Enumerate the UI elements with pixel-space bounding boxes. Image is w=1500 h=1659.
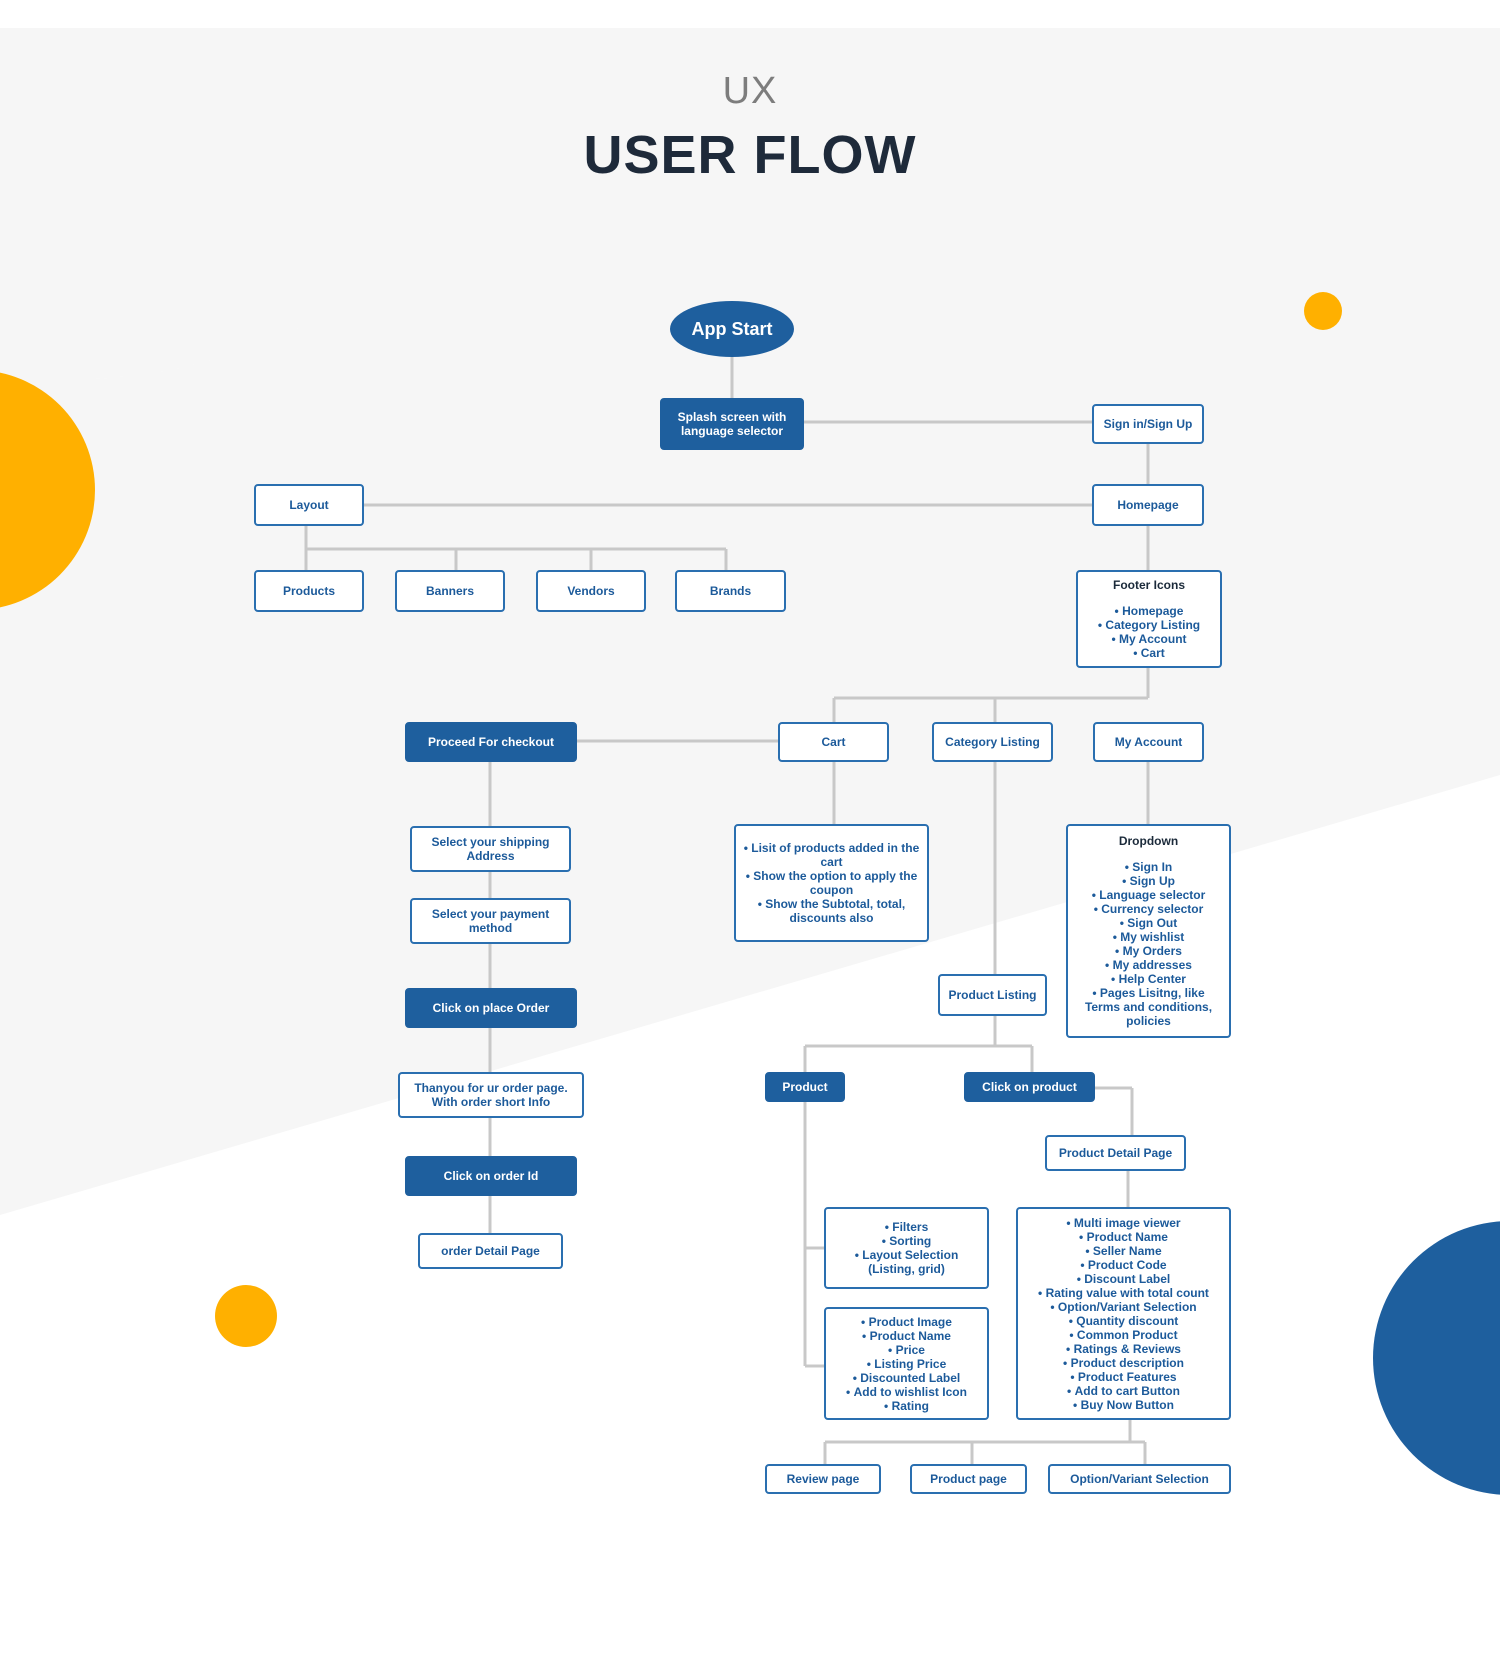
node-product-listing: Product Listing	[938, 974, 1047, 1016]
node-product-page: Product page	[910, 1464, 1027, 1494]
filters-item: Filters	[832, 1220, 981, 1234]
card-info-item: Listing Price	[846, 1357, 967, 1371]
node-banners: Banners	[395, 570, 505, 612]
pdp-details-item: Common Product	[1038, 1328, 1209, 1342]
pdp-details-item: Rating value with total count	[1038, 1286, 1209, 1300]
node-option-variant: Option/Variant Selection	[1048, 1464, 1231, 1494]
dropdown-item: Sign Out	[1074, 916, 1223, 930]
filters-item: Layout Selection (Listing, grid)	[832, 1248, 981, 1276]
card-info-item: Discounted Label	[846, 1371, 967, 1385]
pdp-details-item: Discount Label	[1038, 1272, 1209, 1286]
background-gray-region	[0, 28, 1500, 1215]
cart-details-item: Show the Subtotal, total, discounts also	[742, 897, 921, 925]
node-brands: Brands	[675, 570, 786, 612]
pdp-details-item: Seller Name	[1038, 1244, 1209, 1258]
dropdown-item: Currency selector	[1074, 902, 1223, 916]
pdp-details-item: Product Code	[1038, 1258, 1209, 1272]
pdp-details-item: Buy Now Button	[1038, 1398, 1209, 1412]
pdp-details-item: Ratings & Reviews	[1038, 1342, 1209, 1356]
node-products: Products	[254, 570, 364, 612]
node-my-account: My Account	[1093, 722, 1204, 762]
node-footer-icons: Footer Icons Homepage Category Listing M…	[1076, 570, 1222, 668]
node-pdp-details: Multi image viewer Product Name Seller N…	[1016, 1207, 1231, 1420]
node-cart: Cart	[778, 722, 889, 762]
node-app-start: App Start	[670, 301, 794, 357]
dropdown-item: My wishlist	[1074, 930, 1223, 944]
node-payment-method: Select your payment method	[410, 898, 571, 944]
node-account-dropdown: Dropdown Sign In Sign Up Language select…	[1066, 824, 1231, 1038]
node-shipping-address: Select your shipping Address	[410, 826, 571, 872]
cart-details-item: Lisit of products added in the cart	[742, 841, 921, 869]
node-cart-details: Lisit of products added in the cart Show…	[734, 824, 929, 942]
node-order-detail: order Detail Page	[418, 1233, 563, 1269]
pdp-details-item: Product Name	[1038, 1230, 1209, 1244]
dropdown-item: Language selector	[1074, 888, 1223, 902]
pdp-details-item: Add to cart Button	[1038, 1384, 1209, 1398]
decor-dot-top-right	[1304, 292, 1342, 330]
dropdown-item: Sign Up	[1074, 874, 1223, 888]
cart-details-item: Show the option to apply the coupon	[742, 869, 921, 897]
node-vendors: Vendors	[536, 570, 646, 612]
pdp-details-item: Product Features	[1038, 1370, 1209, 1384]
footer-icons-item: Homepage	[1098, 604, 1200, 618]
node-proceed-checkout: Proceed For checkout	[405, 722, 577, 762]
page-title: USER FLOW	[583, 125, 917, 185]
dropdown-item: Pages Lisitng, like Terms and conditions…	[1074, 986, 1223, 1028]
card-info-item: Rating	[846, 1399, 967, 1413]
node-review-page: Review page	[765, 1464, 881, 1494]
node-place-order: Click on place Order	[405, 988, 577, 1028]
node-product-detail-page: Product Detail Page	[1045, 1135, 1186, 1171]
card-info-item: Product Image	[846, 1315, 967, 1329]
node-splash-screen: Splash screen with language selector	[660, 398, 804, 450]
node-layout: Layout	[254, 484, 364, 526]
card-info-item: Product Name	[846, 1329, 967, 1343]
node-homepage: Homepage	[1092, 484, 1204, 526]
node-product-card-info: Product Image Product Name Price Listing…	[824, 1307, 989, 1420]
dropdown-item: My Orders	[1074, 944, 1223, 958]
dropdown-item: My addresses	[1074, 958, 1223, 972]
dropdown-title: Dropdown	[1118, 834, 1179, 848]
node-click-on-product: Click on product	[964, 1072, 1095, 1102]
pdp-details-item: Option/Variant Selection	[1038, 1300, 1209, 1314]
dropdown-item: Help Center	[1074, 972, 1223, 986]
node-category-listing: Category Listing	[932, 722, 1053, 762]
node-thankyou-page: Thanyou for ur order page. With order sh…	[398, 1072, 584, 1118]
node-signin-signup: Sign in/Sign Up	[1092, 404, 1204, 444]
filters-item: Sorting	[832, 1234, 981, 1248]
decor-dot-bottom-left	[215, 1285, 277, 1347]
footer-icons-item: Category Listing	[1098, 618, 1200, 632]
footer-icons-item: Cart	[1098, 646, 1200, 660]
pdp-details-item: Product description	[1038, 1356, 1209, 1370]
pdp-details-item: Quantity discount	[1038, 1314, 1209, 1328]
decor-circle-left	[0, 372, 95, 608]
node-listing-filters: Filters Sorting Layout Selection (Listin…	[824, 1207, 989, 1289]
decor-circle-right	[1373, 1221, 1500, 1495]
pdp-details-item: Multi image viewer	[1038, 1216, 1209, 1230]
page-subtitle: UX	[722, 70, 778, 112]
card-info-item: Add to wishlist Icon	[846, 1385, 967, 1399]
footer-icons-title: Footer Icons	[1112, 578, 1185, 592]
node-product: Product	[765, 1072, 845, 1102]
card-info-item: Price	[846, 1343, 967, 1357]
dropdown-item: Sign In	[1074, 860, 1223, 874]
node-click-order-id: Click on order Id	[405, 1156, 577, 1196]
footer-icons-item: My Account	[1098, 632, 1200, 646]
